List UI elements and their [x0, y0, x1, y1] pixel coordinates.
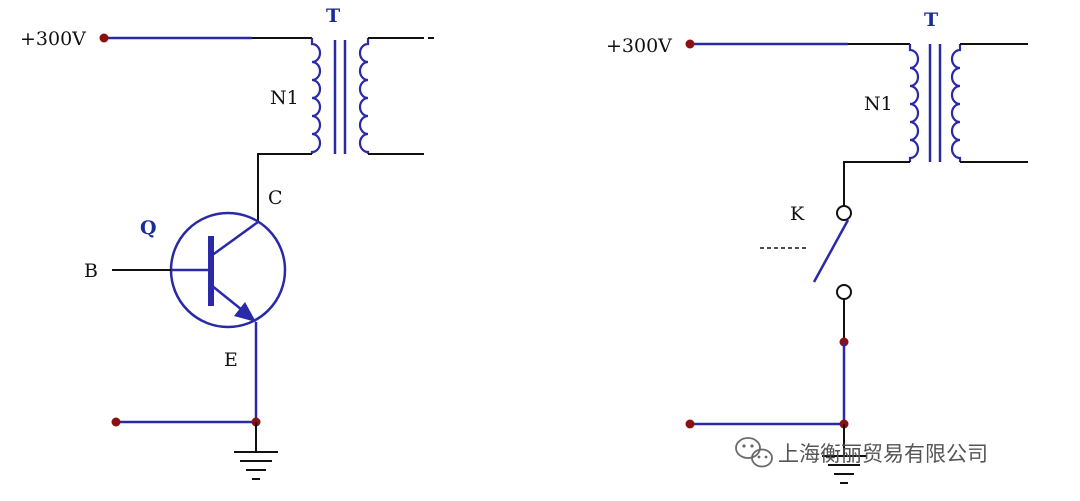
transistor-circuit: +300V T N1 C Q B E: [20, 5, 434, 480]
left-ground-symbol: [234, 451, 278, 480]
emitter-label: E: [224, 349, 238, 371]
right-transformer-label: T: [924, 9, 938, 31]
left-secondary-coil: [358, 38, 370, 154]
left-supply-terminal: [99, 33, 109, 43]
right-switch-upper-wire: [843, 161, 910, 206]
right-winding-label: N1: [864, 93, 893, 115]
transistor-label: Q: [140, 217, 157, 239]
collector-label: C: [268, 187, 283, 209]
left-supply-label: +300V: [20, 28, 86, 50]
right-supply-terminal: [685, 39, 695, 49]
left-transformer-label: T: [326, 5, 340, 27]
switch-upper-contact: [836, 205, 852, 221]
left-collector-wire: [257, 153, 312, 222]
right-primary-coil: [908, 44, 920, 162]
wechat-icon: [735, 437, 773, 468]
base-label: B: [84, 260, 98, 282]
right-secondary-coil: [950, 44, 962, 162]
switch-label: K: [790, 203, 805, 225]
watermark: 上海衡丽贸易有限公司: [735, 437, 988, 468]
right-supply-label: +300V: [606, 35, 672, 57]
left-return-terminal: [111, 417, 121, 427]
switch-circuit: +300V T N1 K: [606, 9, 1028, 484]
right-return-terminal: [685, 419, 695, 429]
emitter-arrow: [234, 302, 256, 322]
collector-lead: [210, 220, 259, 258]
left-winding-label: N1: [270, 87, 299, 109]
left-primary-coil: [310, 38, 322, 154]
switch-blade: [812, 219, 850, 283]
switch-lower-contact: [836, 284, 852, 300]
right-ground-symbol: [822, 455, 866, 484]
watermark-text: 上海衡丽贸易有限公司: [778, 442, 988, 466]
